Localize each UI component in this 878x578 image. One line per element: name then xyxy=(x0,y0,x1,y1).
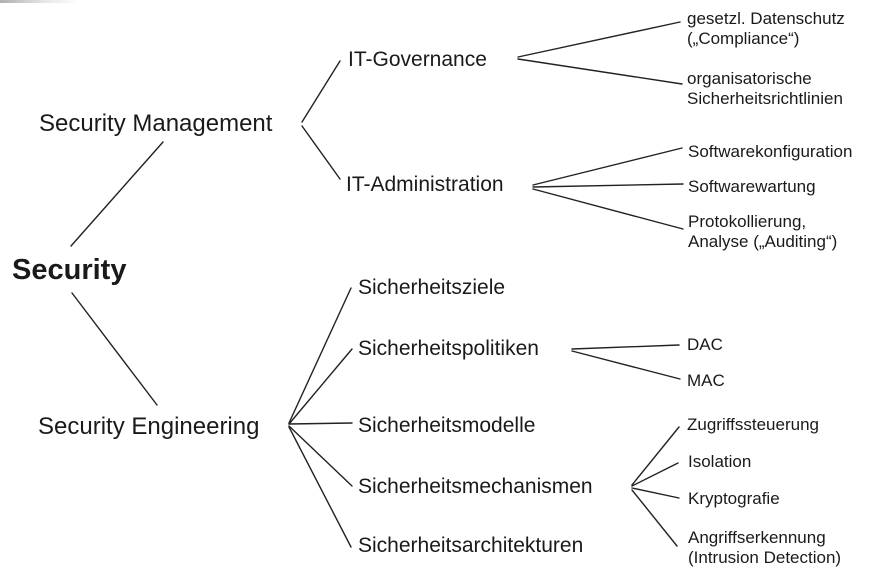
edge-eng-politiken xyxy=(288,348,353,425)
leaf-organisatorische-richtlinien: organisatorische Sicherheitsrichtlinien xyxy=(687,69,843,108)
leaf-protokollierung-analyse: Protokollierung, Analyse („Auditing“) xyxy=(688,212,838,251)
edge-mgmt-administration xyxy=(301,125,341,180)
leaf-softwarekonfiguration: Softwarekonfiguration xyxy=(688,142,853,161)
edge-politiken-mac xyxy=(571,350,681,380)
node-sicherheitsziele: Sicherheitsziele xyxy=(358,275,506,299)
edge-gov-datenschutz xyxy=(517,21,681,58)
edge-security-management xyxy=(70,141,164,247)
edge-gov-richtlinien xyxy=(517,58,683,85)
leaf-mac: MAC xyxy=(687,371,725,390)
edge-eng-mechanismen xyxy=(288,425,353,487)
leaf-kryptografie: Kryptografie xyxy=(688,489,780,508)
leaf-angriffserkennung: Angriffserkennung (Intrusion Detection) xyxy=(688,528,842,567)
leaf-gesetzl-datenschutz: gesetzl. Datenschutz („Compliance“) xyxy=(687,9,845,48)
edge-eng-modelle xyxy=(288,422,353,425)
node-security-management: Security Management xyxy=(39,110,273,138)
edge-admin-wartung xyxy=(532,183,684,188)
node-sicherheitsmechanismen: Sicherheitsmechanismen xyxy=(358,474,593,498)
edge-eng-architekturen xyxy=(288,426,352,548)
edge-mech-kryptografie xyxy=(631,487,680,499)
edge-eng-ziele xyxy=(288,287,352,424)
leaf-isolation: Isolation xyxy=(688,452,752,471)
leaf-zugriffssteuerung: Zugriffssteuerung xyxy=(687,415,819,434)
edge-mech-zugriffssteuerung xyxy=(631,426,680,486)
node-it-governance: IT-Governance xyxy=(348,47,487,71)
edge-admin-protokollierung xyxy=(532,188,684,230)
edge-politiken-dac xyxy=(571,344,680,350)
edge-admin-konfiguration xyxy=(532,147,683,186)
node-security-engineering: Security Engineering xyxy=(38,413,260,441)
leaf-dac: DAC xyxy=(687,335,723,354)
leaf-softwarewartung: Softwarewartung xyxy=(688,177,816,196)
edge-mech-angriffserkennung xyxy=(631,489,678,547)
node-sicherheitspolitiken: Sicherheitspolitiken xyxy=(358,336,539,360)
edge-security-engineering xyxy=(71,292,158,406)
top-edge-artifact xyxy=(0,0,80,3)
node-sicherheitsarchitekturen: Sicherheitsarchitekturen xyxy=(358,533,584,557)
node-sicherheitsmodelle: Sicherheitsmodelle xyxy=(358,413,536,437)
edge-mgmt-governance xyxy=(301,60,341,123)
edge-mech-isolation xyxy=(631,462,679,487)
node-security: Security xyxy=(12,254,127,287)
node-it-administration: IT-Administration xyxy=(346,172,504,196)
